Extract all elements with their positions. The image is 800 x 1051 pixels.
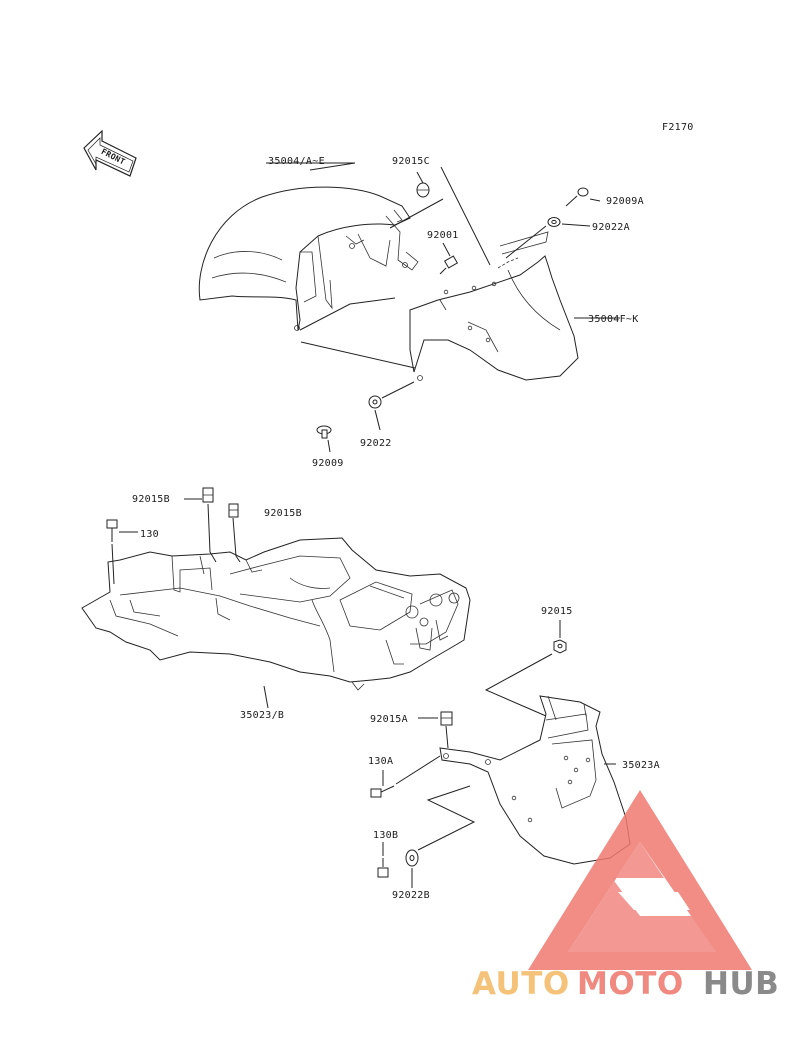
bolt-130a-icon (370, 785, 395, 798)
label-130b: 130B (373, 830, 398, 841)
washer-92022b-icon (405, 849, 419, 867)
watermark-wordmark: AUTO MOTO HUB (472, 966, 779, 1002)
nut-92015-icon (553, 639, 567, 654)
label-35004f-k: 35004F~K (588, 314, 639, 325)
label-130: 130 (140, 529, 159, 540)
clip-92015c-icon (416, 182, 430, 198)
bolt-130-icon (106, 519, 118, 542)
front-fender-rear (409, 231, 579, 381)
label-92009: 92009 (312, 458, 344, 469)
label-92022: 92022 (360, 438, 392, 449)
label-92015a: 92015A (370, 714, 408, 725)
watermark-g-cut (618, 892, 690, 910)
watermark-auto: AUTO (472, 966, 570, 1002)
label-92022b: 92022B (392, 890, 430, 901)
rear-fender-flap (439, 695, 631, 865)
label-92001: 92001 (427, 230, 459, 241)
label-92022a: 92022A (592, 222, 630, 233)
watermark-moto: MOTO (577, 966, 684, 1002)
bolt-130b-icon (377, 858, 389, 878)
label-35023a: 35023A (622, 760, 660, 771)
clip-92015a-icon (440, 711, 453, 726)
label-92015c: 92015C (392, 156, 430, 167)
clip-92015b-left-icon (202, 487, 214, 503)
label-92015b-right: 92015B (264, 508, 302, 519)
watermark-logo (528, 790, 752, 970)
label-92015b-left: 92015B (132, 494, 170, 505)
leader-lines-upper (266, 162, 620, 453)
washer-92022a-icon (547, 217, 561, 227)
label-92015: 92015 (541, 606, 573, 617)
front-arrow-icon: FRONT (83, 129, 137, 177)
label-35023-b: 35023/B (240, 710, 284, 721)
screw-92009a-icon (565, 187, 589, 207)
clip-92015b-right-icon (228, 503, 239, 518)
label-35004-a-e: 35004/A~E (268, 156, 325, 167)
watermark-g-shape (568, 842, 716, 952)
watermark-hub: HUB (703, 966, 779, 1002)
washer-92022-icon (368, 395, 382, 409)
leader-lines-undertray (111, 498, 269, 709)
label-92009a: 92009A (606, 196, 644, 207)
figure-code: F2170 (662, 122, 694, 133)
label-130a: 130A (368, 756, 393, 767)
bolt-92001-icon (439, 255, 459, 275)
rear-undertray (81, 537, 471, 691)
leader-lines-rear (382, 620, 616, 888)
front-fender-front (198, 186, 419, 331)
screw-92009-icon (316, 425, 332, 439)
